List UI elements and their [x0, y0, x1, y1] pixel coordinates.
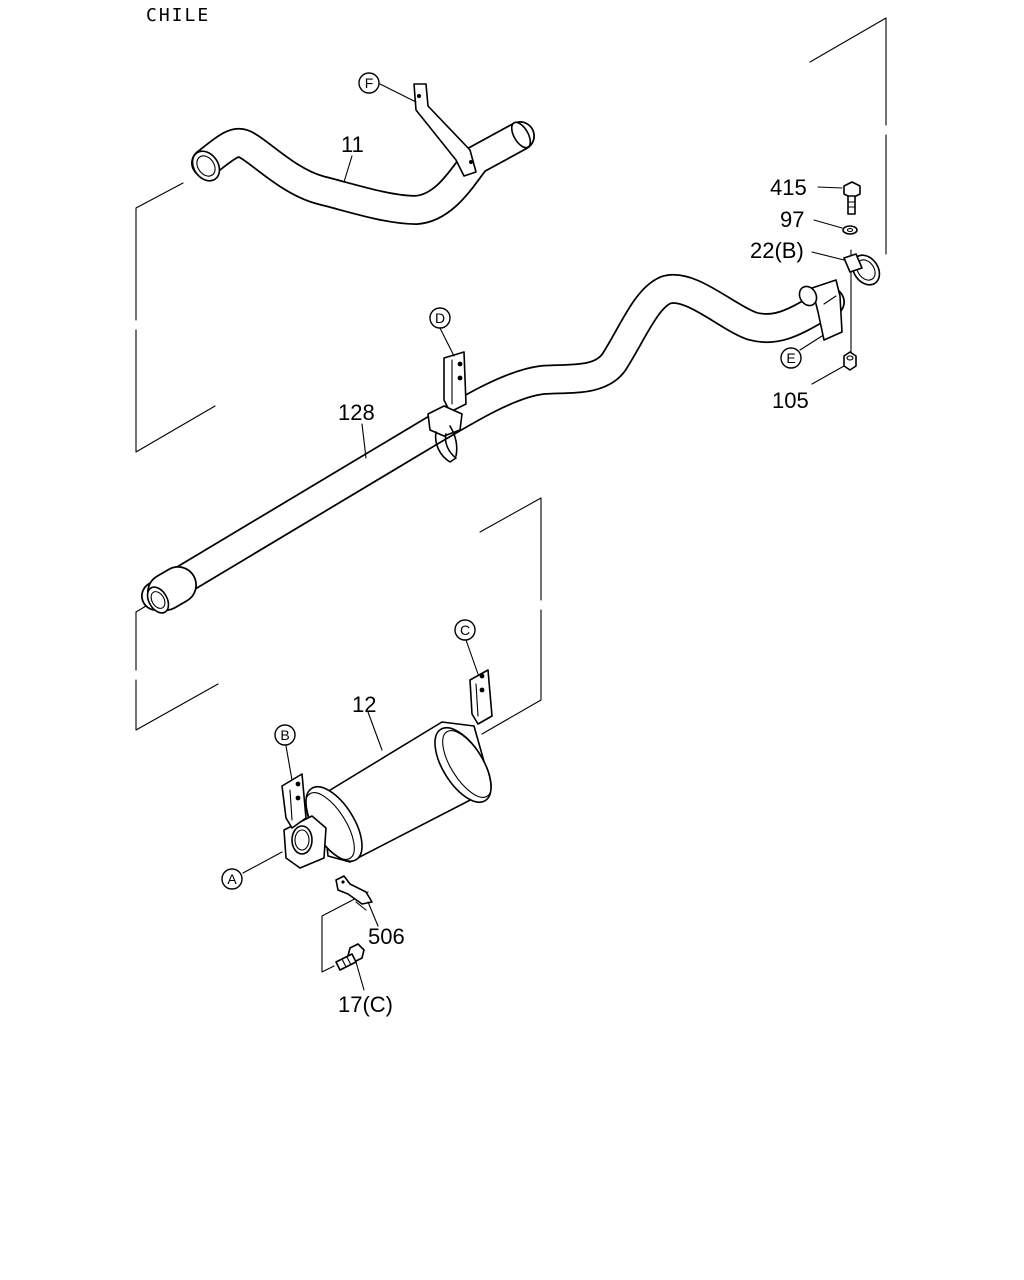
part-label-11: 11 [341, 132, 364, 157]
center-pipe-128 [141, 273, 845, 614]
part-label-128: 128 [338, 400, 375, 425]
ref-marker-d: D [429, 307, 451, 329]
part-label-97: 97 [780, 207, 804, 232]
region-label: CHILE [146, 5, 210, 26]
part-label-17c: 17(C) [338, 992, 393, 1017]
tail-pipe-11 [191, 83, 535, 225]
ref-marker-a: A [221, 868, 243, 890]
ref-marker-f: F [358, 72, 380, 94]
nut-105 [843, 351, 857, 371]
ref-letter-c: C [460, 622, 470, 638]
part-label-506: 506 [368, 924, 405, 949]
ref-marker-e: E [780, 347, 802, 369]
part-label-415: 415 [770, 175, 807, 200]
leader-lines [242, 83, 845, 991]
ref-marker-b: B [274, 724, 296, 746]
ref-letter-d: D [435, 310, 445, 326]
washer-97 [842, 225, 858, 235]
connection-frame-bolts [321, 891, 369, 973]
ref-letter-e: E [786, 350, 795, 366]
ref-letter-f: F [365, 75, 374, 91]
bolt-17c [335, 943, 365, 971]
connection-frame-upper [135, 182, 216, 453]
clip-506 [335, 875, 373, 911]
connection-frame-lower [135, 497, 542, 735]
part-label-22b: 22(B) [750, 238, 804, 263]
clamp-22b [843, 253, 881, 286]
ref-letter-b: B [280, 727, 289, 743]
part-label-105: 105 [772, 388, 809, 413]
ref-letter-a: A [227, 871, 237, 887]
bolt-415 [843, 181, 861, 215]
muffler-12 [281, 669, 493, 869]
part-label-12: 12 [352, 692, 376, 717]
ref-marker-c: C [454, 619, 476, 641]
